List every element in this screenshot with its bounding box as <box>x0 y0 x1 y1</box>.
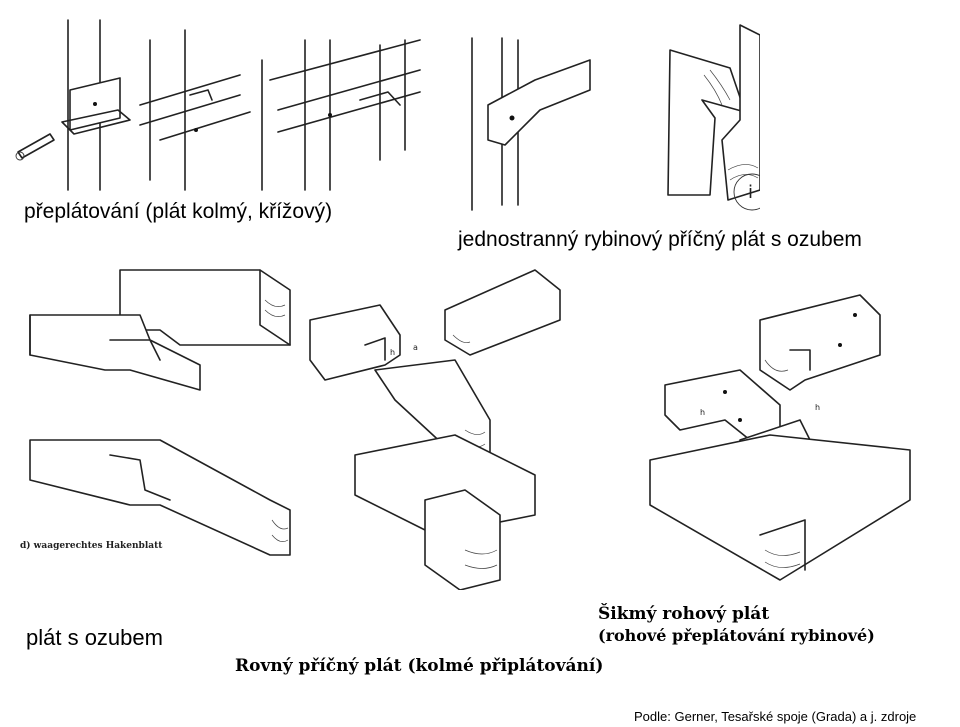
detail-marker-label: i <box>748 182 753 203</box>
straight-cross-lap-drawing: h a <box>309 269 561 590</box>
dovetail-caption: jednostranný rybinový příčný plát s ozub… <box>458 228 862 251</box>
oblique-corner-lap-drawing: h h <box>649 294 911 581</box>
oblique-corner-caption-subtitle: (rohové přeplátování rybinové) <box>598 626 875 645</box>
cross-lap-drawing <box>15 19 421 191</box>
source-note: Podle: Gerner, Tesařské spoje (Grada) a … <box>634 709 917 724</box>
hakenblatt-label: d) waagerechtes Hakenblatt <box>20 540 163 551</box>
oblique-corner-caption-title: Šikmý rohový plát <box>598 604 770 624</box>
svg-text:a: a <box>413 343 418 352</box>
svg-text:h: h <box>390 348 395 357</box>
cross-lap-caption: přeplátování (plát kolmý, křížový) <box>24 200 333 223</box>
hooked-lap-caption: plát s ozubem <box>26 625 163 650</box>
hooked-lap-drawing: d) waagerechtes Hakenblatt <box>20 269 291 556</box>
straight-cross-caption: Rovný příčný plát (kolmé připlátování) <box>235 656 604 676</box>
svg-text:h: h <box>815 403 820 412</box>
dovetail-lap-drawing: i <box>471 24 760 211</box>
svg-text:h: h <box>700 408 705 417</box>
